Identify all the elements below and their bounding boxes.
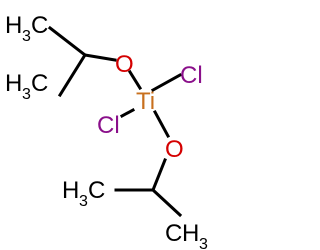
subscript-3: 3: [199, 236, 208, 250]
subscript-3: 3: [22, 28, 31, 45]
bond-top-c-o: [83, 53, 117, 62]
structure-diagram: H 3 C H 3 C O Ti Cl Cl O H 3 C C H 3: [5, 12, 208, 250]
methyl-middle: H 3 C: [5, 70, 48, 103]
bond-top-c-ch3-upper: [47, 25, 88, 58]
atom-h: H: [62, 177, 79, 204]
bond-ti-o-bottom: [152, 109, 171, 139]
bond-ti-cl-left: [119, 107, 136, 119]
atom-c: C: [165, 220, 182, 247]
atom-h: H: [182, 220, 199, 247]
methyl-bottom-left: H 3 C: [62, 177, 105, 210]
bond-top-c-ch3-lower: [57, 52, 88, 98]
subscript-3: 3: [79, 193, 88, 210]
bond-bottom-c-ch3-right: [150, 187, 183, 218]
methyl-bottom-right: C H 3: [165, 220, 208, 250]
atom-oxygen-top: O: [115, 51, 134, 78]
bond-bottom-o-c: [151, 158, 167, 192]
atom-oxygen-bottom: O: [165, 136, 184, 163]
atom-h: H: [5, 12, 22, 39]
bond-top-o-ti: [127, 69, 143, 91]
bond-ti-cl-right: [150, 72, 183, 93]
subscript-3: 3: [22, 86, 31, 103]
atom-c: C: [31, 12, 48, 39]
atom-chlorine-right: Cl: [180, 62, 203, 89]
molecule-svg: H 3 C H 3 C O Ti Cl Cl O H 3 C C H 3: [5, 12, 208, 250]
methyl-top: H 3 C: [5, 12, 48, 45]
atom-titanium: Ti: [136, 88, 155, 115]
atom-chlorine-left: Cl: [97, 112, 120, 139]
atom-c: C: [88, 177, 105, 204]
bonds: [47, 25, 183, 218]
atom-h: H: [5, 70, 22, 97]
atom-c: C: [31, 70, 48, 97]
